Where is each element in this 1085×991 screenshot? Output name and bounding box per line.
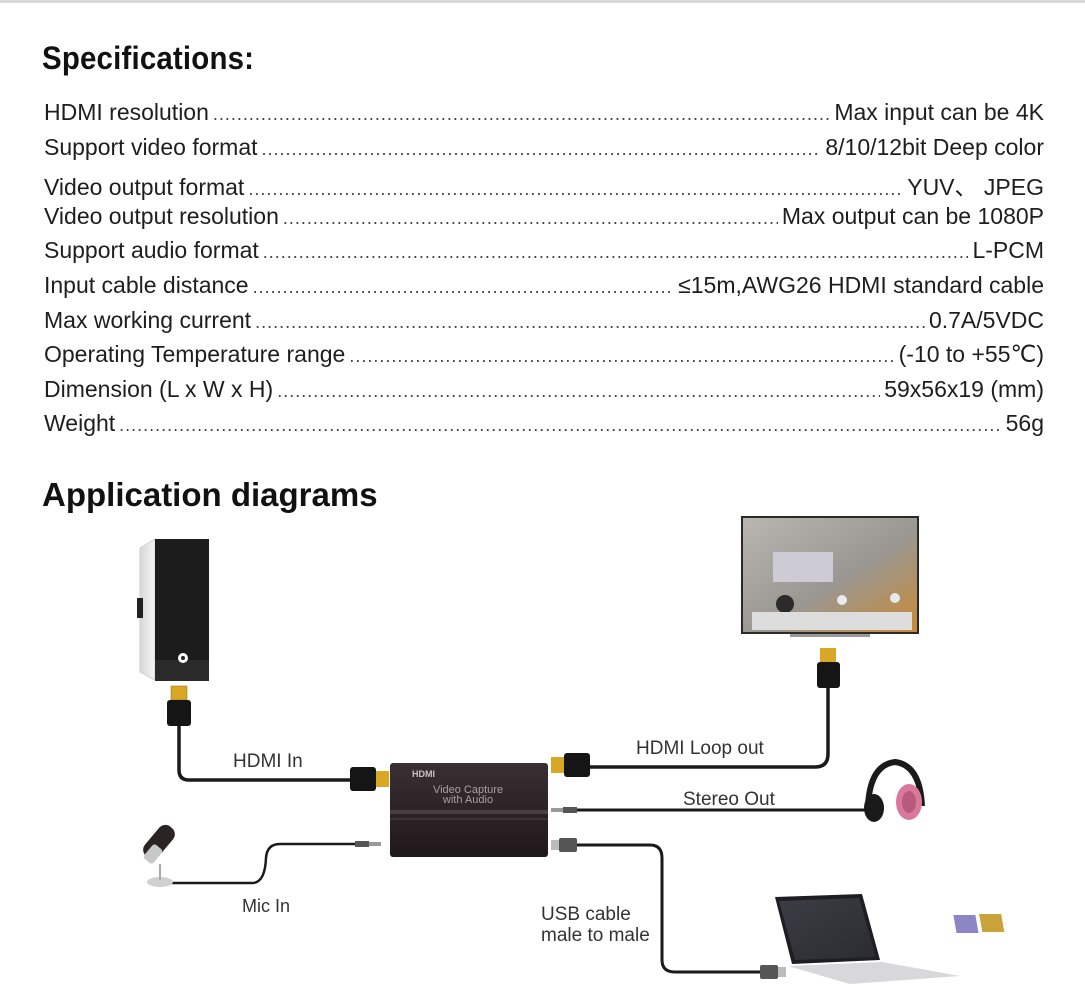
label-hdmi-in: HDMI In [233,751,303,772]
spec-row: Video output format YUV、 JPEG [44,168,1044,203]
laptop-icon [775,894,1005,984]
tv-display-icon [741,516,919,637]
hdmi-connector-icon [551,753,590,777]
spec-label: Operating Temperature range [44,341,346,368]
capture-device-icon: HDMI Video Capture with Audio [390,763,548,857]
device-label-line2: with Audio [442,794,493,806]
hdmi-connector-icon [350,767,389,791]
spec-row: HDMI resolution Max input can be 4K [44,99,1044,134]
spec-row: Support audio format L-PCM [44,237,1044,272]
specifications-heading: Specifications: [42,40,255,76]
usb-connector-icon [551,838,577,852]
spec-label: HDMI resolution [44,99,209,125]
hdmi-loop-out-cable [590,686,830,769]
spec-row: Input cable distance ≤15m,AWG26 HDMI stan… [44,272,1044,307]
pc-tower-icon [137,538,209,681]
spec-label: Input cable distance [44,271,249,298]
spec-label: Max working current [44,306,252,333]
audio-jack-icon [355,841,381,847]
label-stereo-out: Stereo Out [683,789,775,810]
spec-value: 56g [1005,410,1044,437]
label-hdmi-loop-out: HDMI Loop out [636,738,764,759]
spec-value: Max input can be 4K [834,99,1044,125]
spec-row: Max working current 0.7A/5VDC [44,307,1044,342]
spec-row: Weight 56g [44,410,1044,445]
device-label-line1: Video Capture [433,784,503,796]
spec-label: Weight [44,410,116,437]
label-usb-cable-line2: male to male [541,925,650,946]
usb-cable [577,843,760,974]
spec-value: 8/10/12bit Deep color [825,133,1044,160]
microphone-icon [143,824,175,887]
spec-value: (-10 to +55℃) [898,341,1044,368]
hdmi-connector-icon [167,685,191,726]
usb-connector-icon [760,965,786,979]
mic-in-cable [168,842,355,885]
spec-row: Support video format 8/10/12bit Deep colo… [44,134,1044,169]
spec-label: Dimension (L x W x H) [44,375,274,402]
spec-label: Video output resolution [44,202,279,229]
hdmi-in-cable [177,726,355,782]
device-brand: HDMI [412,769,435,779]
spec-row: Operating Temperature range (-10 to +55℃) [44,341,1044,376]
spec-value: ≤15m,AWG26 HDMI standard cable [678,271,1044,298]
spec-value: L-PCM [972,237,1044,264]
spec-row: Dimension (L x W x H) 59x56x19 (mm) [44,376,1044,411]
spec-value: 0.7A/5VDC [928,306,1044,333]
spec-label: Support video format [44,133,258,160]
spec-label: Video output format [44,174,245,201]
spec-value: Max output can be 1080P [781,202,1044,229]
spec-value: YUV、 JPEG [907,174,1044,201]
audio-jack-icon [551,807,577,813]
spec-value: 59x56x19 (mm) [884,375,1044,402]
label-usb-cable-line1: USB cable [541,904,631,925]
headphones-icon [864,758,925,822]
top-divider [0,0,1085,3]
hdmi-connector-icon [817,648,840,688]
spec-row: Video output resolution Max output can be… [44,203,1044,238]
label-mic-in: Mic In [242,896,291,916]
specifications-list: HDMI resolution Max input can be 4K Suppo… [44,99,1044,445]
spec-label: Support audio format [44,237,259,264]
application-diagrams-heading: Application diagrams [42,476,378,513]
